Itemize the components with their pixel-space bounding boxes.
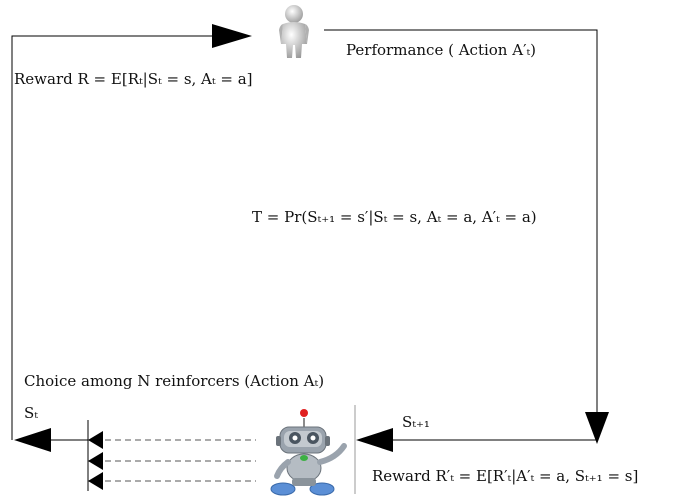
arrow-to-left xyxy=(14,428,51,452)
arrow-to-human xyxy=(212,24,252,48)
choice-arrow-1 xyxy=(88,431,103,449)
performance-label: Performance ( Action A′ₜ) xyxy=(346,41,537,59)
state-t1-label: Sₜ₊₁ xyxy=(402,413,430,431)
human-figure-icon xyxy=(279,5,309,58)
robot-icon xyxy=(270,409,347,496)
reward-loop-line xyxy=(11,35,218,440)
state-t-label: Sₜ xyxy=(24,404,38,422)
choice-arrow-3 xyxy=(88,472,103,490)
choice-label: Choice among N reinforcers (Action Aₜ) xyxy=(24,372,325,390)
transition-label: T = Pr(Sₜ₊₁ = s′|Sₜ = s, Aₜ = a, A′ₜ = a… xyxy=(252,208,537,226)
arrow-down-right xyxy=(585,412,609,444)
performance-line xyxy=(324,29,598,415)
reward-prime-label: Reward R′ₜ = E[R′ₜ|A′ₜ = a, Sₜ₊₁ = s] xyxy=(372,467,639,485)
reward-label: Reward R = E[Rₜ|Sₜ = s, Aₜ = a] xyxy=(14,70,253,88)
choice-arrow-2 xyxy=(88,452,103,470)
arrow-to-robot xyxy=(356,428,393,452)
